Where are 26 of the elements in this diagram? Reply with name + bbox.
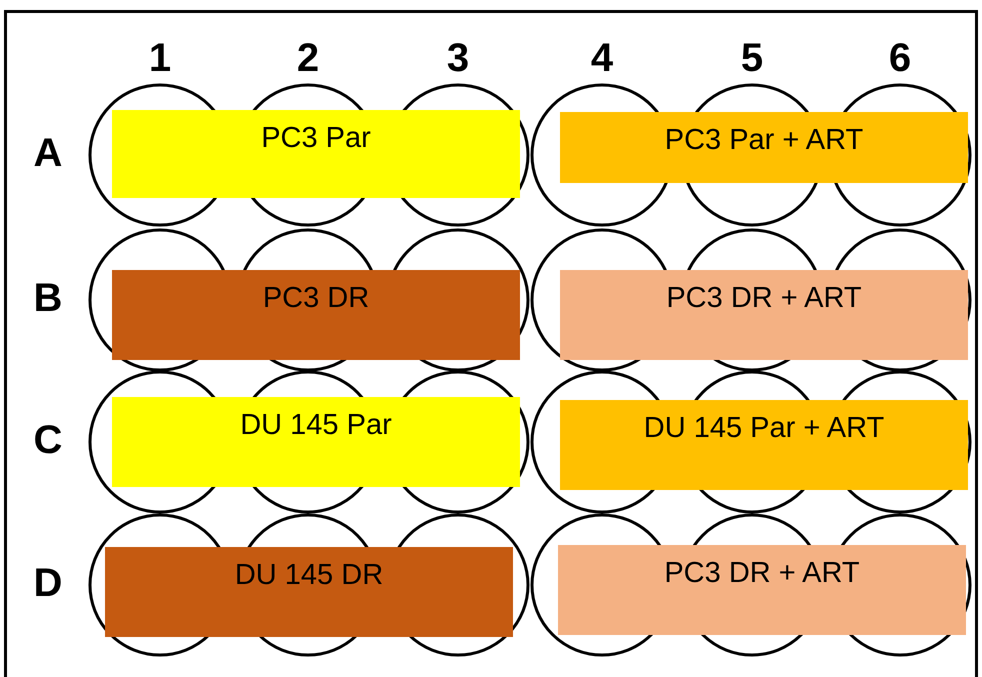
column-number: 2 xyxy=(296,36,320,80)
row-letter: C xyxy=(32,418,64,462)
row-letter: B xyxy=(32,276,64,320)
column-number: 4 xyxy=(590,36,614,80)
group-label: PC3 Par xyxy=(260,122,372,154)
column-number: 5 xyxy=(740,36,764,80)
group-label: PC3 Par + ART xyxy=(664,124,864,156)
group-label: DU 145 Par + ART xyxy=(642,412,886,444)
group-label: PC3 DR xyxy=(262,282,370,314)
sample-group-box xyxy=(560,400,968,490)
row-letter: A xyxy=(32,131,64,175)
sample-group-box xyxy=(112,397,520,487)
sample-group-box xyxy=(112,270,520,360)
sample-group-box xyxy=(105,547,513,637)
column-number: 1 xyxy=(148,36,172,80)
sample-group-box xyxy=(560,112,968,183)
row-letter: D xyxy=(32,561,64,605)
sample-group-box xyxy=(112,110,520,198)
sample-group-box xyxy=(560,270,968,360)
group-label: DU 145 Par xyxy=(239,409,393,441)
column-number: 6 xyxy=(888,36,912,80)
group-label: PC3 DR + ART xyxy=(663,557,861,589)
group-label: PC3 DR + ART xyxy=(665,282,863,314)
group-label: DU 145 DR xyxy=(234,559,384,591)
column-number: 3 xyxy=(446,36,470,80)
sample-group-box xyxy=(558,545,966,635)
